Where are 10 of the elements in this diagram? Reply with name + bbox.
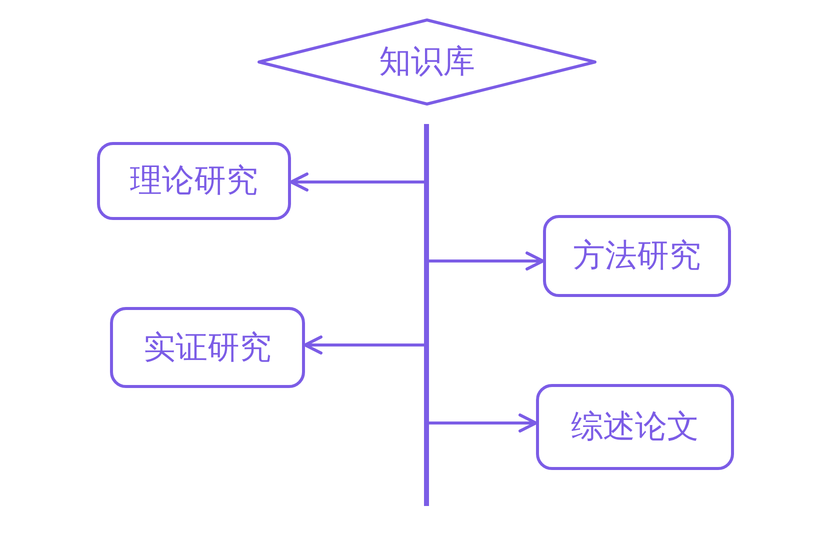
process-box: 实证研究	[110, 307, 305, 388]
arrow	[290, 172, 424, 192]
vertical-bar	[424, 124, 429, 506]
process-box: 方法研究	[543, 215, 731, 297]
arrow	[304, 336, 424, 354]
process-box: 理论研究	[97, 142, 291, 220]
process-box: 综述论文	[536, 384, 734, 470]
decision-diamond: 知识库	[257, 18, 597, 106]
arrow	[429, 252, 544, 270]
arrow	[429, 414, 538, 432]
